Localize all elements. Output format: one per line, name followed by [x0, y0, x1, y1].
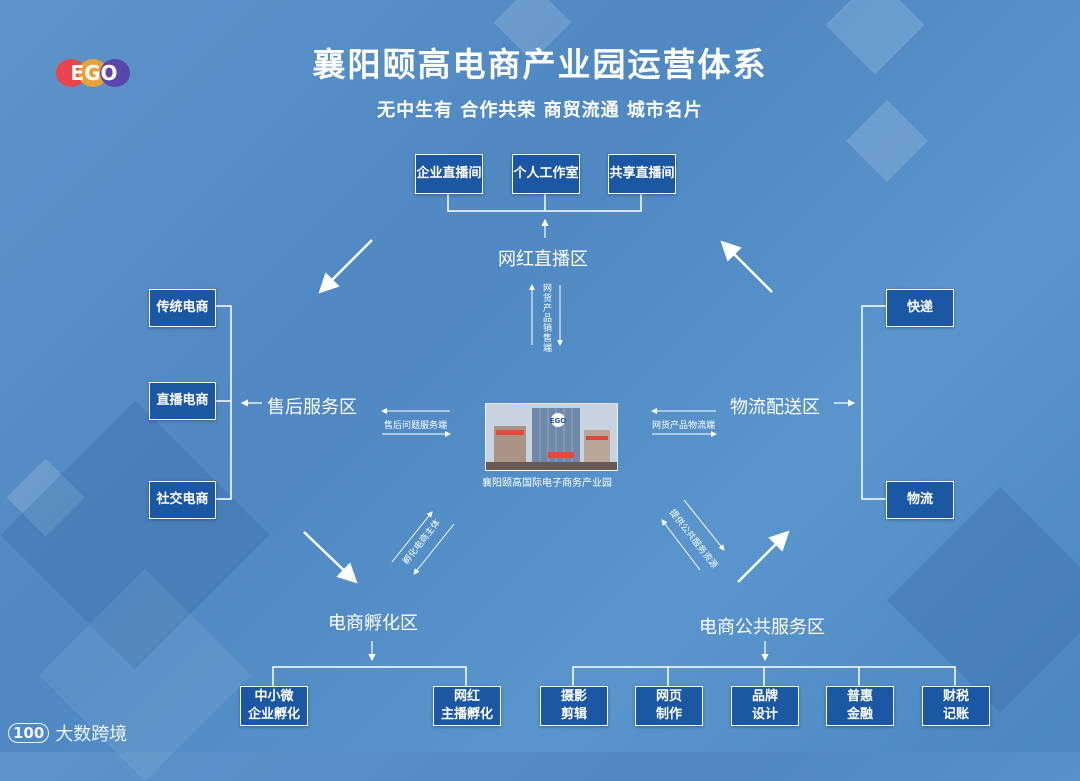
- box-shared-live-room: 共享直播间: [608, 154, 676, 194]
- link-label-logistics: 网货产品物流端: [652, 421, 716, 431]
- box-tax-accounting: 财税 记账: [922, 686, 990, 726]
- zone-label-live: 网红直播区: [498, 249, 588, 270]
- watermark: 100 大数跨境: [8, 720, 127, 746]
- zone-label-incubation: 电商孵化区: [328, 613, 418, 634]
- link-label-aftersales: 售后问题服务端: [384, 421, 448, 431]
- box-web-design: 网页 制作: [635, 686, 703, 726]
- zone-label-logistics: 物流配送区: [730, 397, 820, 418]
- box-enterprise-live-room: 企业直播间: [415, 154, 483, 194]
- ego-logo: EGO: [53, 55, 135, 91]
- zone-label-aftersales: 售后服务区: [267, 397, 357, 418]
- connector-lines: [240, 218, 856, 662]
- center-caption: 襄阳颐高国际电子商务产业园: [482, 478, 612, 489]
- svg-text:EGO: EGO: [550, 417, 567, 425]
- box-traditional-ecommerce: 传统电商: [149, 289, 216, 327]
- box-express: 快递: [886, 289, 954, 327]
- box-influencer-incubation: 网红 主播孵化: [433, 686, 501, 726]
- box-social-ecommerce: 社交电商: [149, 481, 216, 519]
- box-brand-design: 品牌 设计: [731, 686, 799, 726]
- zone-label-public: 电商公共服务区: [699, 617, 825, 638]
- box-live-ecommerce: 直播电商: [149, 382, 216, 420]
- svg-text:EGO: EGO: [70, 61, 117, 85]
- page-subtitle: 无中生有 合作共荣 商贸流通 城市名片: [377, 100, 703, 121]
- link-label-live: 网货产品销售端: [541, 283, 551, 353]
- page-title: 襄阳颐高电商产业园运营体系: [312, 45, 768, 84]
- watermark-text: 大数跨境: [55, 724, 128, 745]
- park-building-image: EGO: [485, 403, 618, 471]
- box-sme-incubation: 中小微 企业孵化: [240, 686, 308, 726]
- watermark-mark: 100: [8, 723, 50, 743]
- box-personal-studio: 个人工作室: [512, 154, 580, 194]
- box-logistics: 物流: [886, 481, 954, 519]
- box-inclusive-finance: 普惠 金融: [826, 686, 894, 726]
- box-photo-editing: 摄影 剪辑: [540, 686, 608, 726]
